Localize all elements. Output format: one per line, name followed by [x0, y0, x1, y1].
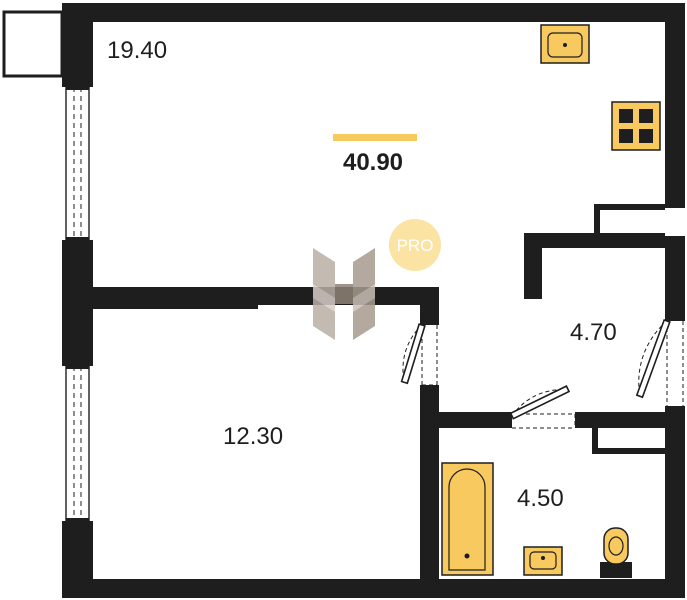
outer-walls [62, 3, 685, 598]
room-area-hall: 4.70 [570, 319, 617, 346]
stove-icon [611, 101, 661, 151]
room-area-bathroom: 4.50 [517, 485, 564, 512]
h-logo-icon [313, 248, 375, 340]
window-upper [62, 84, 93, 243]
washbasin-icon [523, 546, 563, 576]
room-area-bedroom: 12.30 [223, 423, 283, 450]
door-bathroom [509, 385, 576, 429]
toilet-icon [600, 527, 632, 578]
kitchen-sink-icon [540, 24, 590, 64]
room-area-living: 19.40 [107, 37, 167, 64]
door-bedroom [400, 323, 438, 386]
pro-badge: PRO [389, 219, 441, 271]
total-area-underline [333, 134, 417, 141]
window-lower [62, 363, 93, 524]
pro-badge-text: PRO [397, 236, 434, 255]
bathtub-icon [441, 462, 494, 576]
interior-walls [93, 204, 665, 579]
total-area-label: 40.90 [343, 149, 403, 176]
balcony-outline [2, 10, 64, 78]
door-entrance [635, 318, 685, 406]
